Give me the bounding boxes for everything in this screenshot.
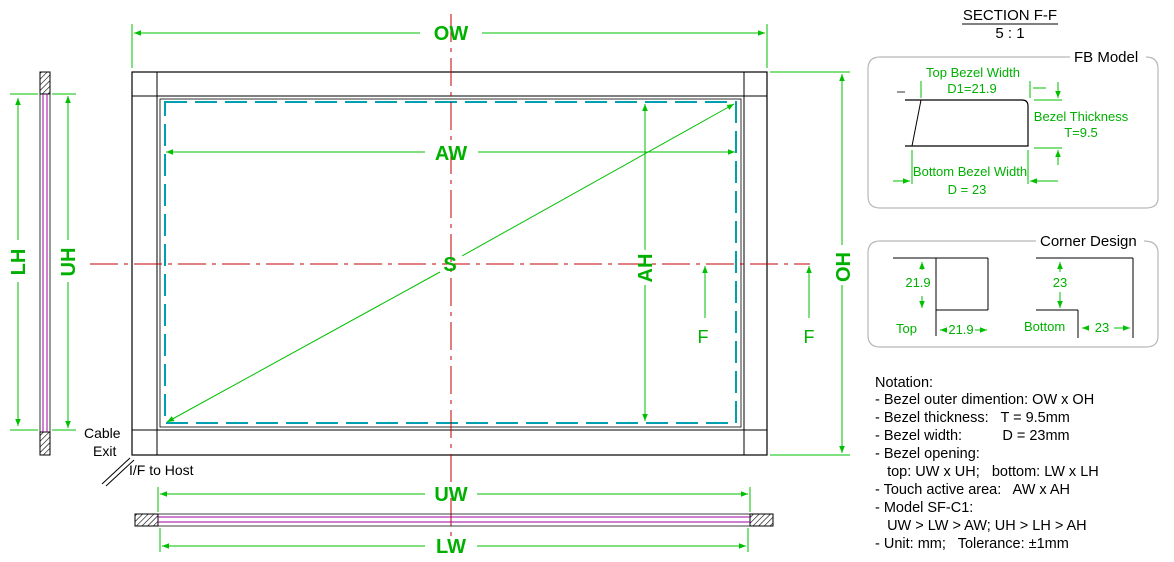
s-label: S (443, 254, 456, 276)
notation-line: - Bezel outer dimention: OW x OH (875, 392, 1094, 408)
notation-line: - Bezel thickness: T = 9.5mm (875, 410, 1070, 426)
center-lines (90, 14, 810, 540)
notation-line: - Bezel opening: (875, 446, 980, 462)
aw-label: AW (435, 143, 467, 165)
bezel-thickness-label: Bezel Thickness (1034, 109, 1129, 124)
notation-line: - Bezel width: D = 23mm (875, 428, 1070, 444)
fb-model-title: FB Model (1074, 49, 1138, 66)
section-f-arrows: F F (698, 266, 815, 347)
cable-exit: Cable Exit I/F to Host (84, 425, 194, 487)
uw-label: UW (434, 484, 467, 506)
notation-line: UW > LW > AW; UH > LH > AH (875, 518, 1087, 534)
lw-label: LW (436, 536, 466, 558)
top-bezel-width-label: Top Bezel Width (926, 65, 1020, 80)
notation-line: - Unit: mm; Tolerance: ±1mm (875, 536, 1069, 552)
bottom-corner-label: Bottom (1024, 319, 1065, 334)
bottom-corner-h-dim: 23 (1095, 320, 1109, 335)
fb-model-panel: FB Model Top Bezel Width D1=21.9 Bezel T… (867, 49, 1159, 209)
top-corner-label: Top (896, 321, 917, 336)
ow-dimension: OW (131, 23, 768, 68)
bottom-section-view: UW LW (134, 484, 774, 558)
cable-exit-line1: Cable (84, 425, 121, 441)
notation-title: Notation: (875, 375, 933, 391)
oh-dimension: OH (770, 71, 855, 456)
section-title: SECTION F-F 5 : 1 (962, 7, 1058, 42)
lh-label: LH (8, 249, 30, 276)
oh-label: OH (833, 252, 855, 282)
section-scale-text: 5 : 1 (995, 25, 1024, 42)
d-label: D = 23 (948, 182, 987, 197)
section-title-text: SECTION F-F (963, 7, 1057, 24)
ow-label: OW (434, 23, 469, 45)
notation-line: top: UW x UH; bottom: LW x LH (875, 464, 1099, 480)
t-label: T=9.5 (1064, 125, 1098, 140)
uh-label: UH (58, 248, 80, 277)
d1-label: D1=21.9 (947, 81, 997, 96)
notation-line: - Model SF-C1: (875, 500, 973, 516)
notation-block: Notation: - Bezel outer dimention: OW x … (875, 375, 1099, 552)
f-left-label: F (698, 327, 709, 347)
diagonal-s: S (166, 103, 735, 423)
top-corner-h-dim: 21.9 (948, 322, 973, 337)
corner-design-panel: Corner Design 21.9 21.9 Top 23 23 Bottom (867, 233, 1159, 348)
ah-label: AH (635, 254, 657, 283)
side-section-view: LH UH (8, 71, 80, 456)
bottom-bezel-width-label: Bottom Bezel Width (913, 164, 1027, 179)
cable-exit-line2: Exit (93, 443, 116, 459)
aw-dimension: AW (166, 143, 735, 165)
corner-design-title: Corner Design (1040, 233, 1137, 250)
if-to-host-label: I/F to Host (129, 462, 194, 478)
notation-line: - Touch active area: AW x AH (875, 482, 1070, 498)
bottom-corner-v-dim: 23 (1053, 275, 1067, 290)
top-corner-v-dim: 21.9 (905, 275, 930, 290)
f-right-label: F (804, 327, 815, 347)
ah-dimension: AH (635, 104, 657, 421)
